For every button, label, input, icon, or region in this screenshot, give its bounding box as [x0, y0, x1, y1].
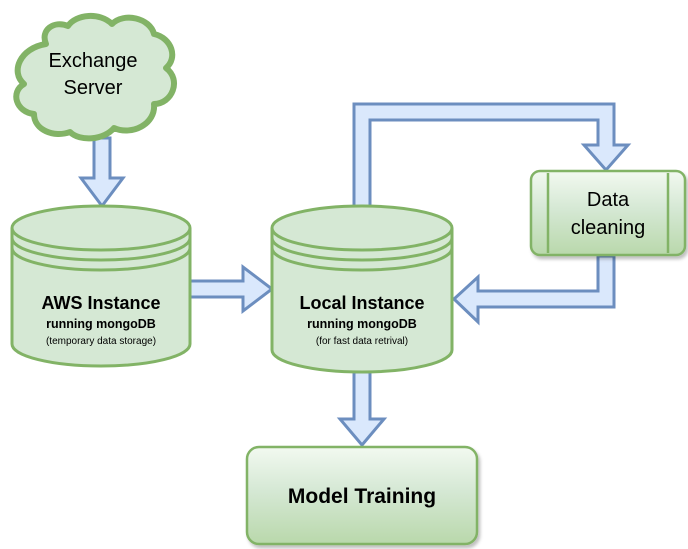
local-cylinder-ring-1	[270, 237, 454, 262]
exchange-server-label-line1: Exchange	[49, 50, 138, 72]
aws-instance-database: AWS Instance running mongoDB (temporary …	[10, 204, 192, 368]
local-cylinder-top	[270, 204, 454, 252]
model-training-label: Model Training	[288, 485, 436, 508]
data-cleaning-label-line2: cleaning	[571, 217, 646, 239]
local-instance-note: (for fast data retrival)	[316, 336, 408, 347]
cloud-shape	[13, 13, 177, 142]
local-instance-title: Local Instance	[299, 293, 424, 313]
aws-cylinder-body	[10, 228, 192, 368]
aws-cylinder-ring-1	[10, 237, 192, 262]
arrow-exchange-to-aws	[78, 136, 126, 209]
arrow-local-to-cleaning	[352, 102, 632, 209]
exchange-server-cloud: Exchange Server	[13, 13, 177, 142]
local-cylinder-ring-2	[270, 247, 454, 272]
data-cleaning-box	[529, 169, 687, 257]
aws-cylinder-ring-2	[10, 247, 192, 272]
model-training-rect	[245, 445, 479, 546]
data-cleaning-label-line1: Data	[587, 189, 630, 211]
arrow-aws-to-local	[188, 263, 275, 315]
local-instance-database: Local Instance running mongoDB (for fast…	[270, 204, 454, 374]
arrow-local-to-training	[336, 370, 388, 448]
local-cylinder-body	[270, 228, 454, 374]
aws-instance-note: (temporary data storage)	[46, 336, 156, 347]
aws-instance-subtitle: running mongoDB	[46, 317, 156, 331]
exchange-server-label-line2: Server	[64, 77, 123, 99]
arrow-cleaning-to-local	[451, 254, 616, 326]
aws-instance-title: AWS Instance	[41, 293, 160, 313]
data-cleaning-process: Data cleaning	[529, 169, 687, 257]
aws-cylinder-top	[10, 204, 192, 252]
model-training-box: Model Training	[245, 445, 479, 546]
local-instance-subtitle: running mongoDB	[307, 317, 417, 331]
